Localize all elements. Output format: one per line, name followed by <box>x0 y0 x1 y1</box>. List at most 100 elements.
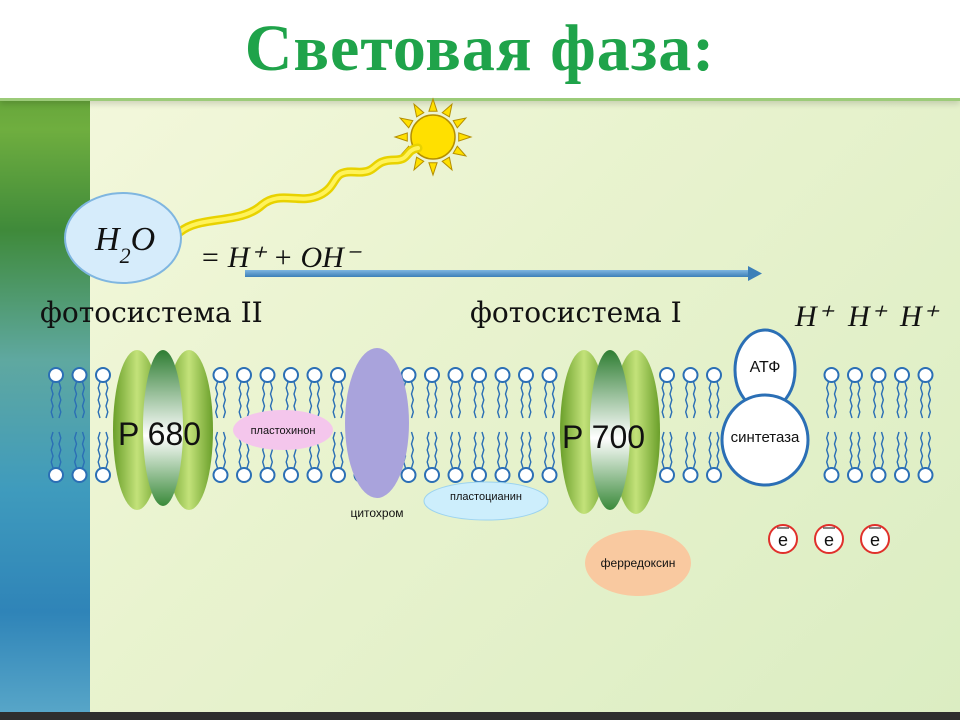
lipid-tail <box>849 431 853 469</box>
lipid-head <box>400 467 417 483</box>
lipid-tail <box>661 431 665 469</box>
lipid-tail <box>426 431 430 469</box>
lipid-tail <box>473 381 477 419</box>
lipid-head <box>518 467 534 483</box>
lipid-tail <box>81 431 86 469</box>
lipid-tail <box>543 431 548 469</box>
lipid-head <box>306 367 323 383</box>
lipid-tail <box>716 381 720 419</box>
lipid-tail <box>246 381 250 419</box>
lipid-tail <box>825 431 830 469</box>
lipid-head <box>447 467 464 483</box>
lipid-tail <box>833 381 838 419</box>
sun-ray <box>441 102 453 118</box>
lipid-tail <box>481 431 485 469</box>
lipid-tail <box>426 381 430 419</box>
lipid-head <box>400 367 417 383</box>
water-h: H <box>94 221 122 258</box>
lipid-head <box>682 367 699 383</box>
lipid-head <box>259 467 276 483</box>
lipid-head <box>236 467 252 483</box>
lipid-head <box>424 367 440 383</box>
lipid-head <box>823 467 840 483</box>
synthase-label: синтетаза <box>731 429 800 446</box>
lipid-tail <box>457 381 462 419</box>
lipid-head <box>494 467 511 483</box>
lipid-tail <box>410 431 415 469</box>
title-bar: Световая фаза: <box>0 0 960 101</box>
lipid-tail <box>73 431 78 469</box>
proton-2: H⁺ <box>847 300 888 333</box>
lipid-head <box>95 467 111 483</box>
lipid-tail <box>692 381 697 419</box>
lipid-head <box>494 367 511 383</box>
atp-synthase: АТФ синтетаза <box>720 328 810 487</box>
lipid-tail <box>496 381 501 419</box>
sun-ray <box>458 132 473 142</box>
atp-label: АТФ <box>750 359 781 376</box>
lipid-tail <box>520 431 524 469</box>
lipid-tail <box>684 381 689 419</box>
photosystem-ii: P 680 <box>113 350 213 510</box>
lipid-head <box>917 467 934 483</box>
sun-ray <box>428 162 438 177</box>
cytochrome-label: цитохром <box>350 506 403 520</box>
lipid-head <box>706 467 722 483</box>
lipid-tail <box>97 431 101 469</box>
electron-1: e <box>768 524 798 554</box>
plastoquinone: пластохинон <box>233 410 333 450</box>
lipid-tail <box>496 431 501 469</box>
lipid-tail <box>872 431 877 469</box>
plastocyanin-label: пластоцианин <box>450 491 522 503</box>
plastoquinone-label: пластохинон <box>251 425 316 437</box>
lipid-tail <box>669 431 673 469</box>
lipid-tail <box>504 431 509 469</box>
water-molecule: H2O <box>64 192 182 284</box>
p700-label: P 700 <box>562 419 645 455</box>
lipid-head <box>870 367 887 383</box>
lipid-head <box>847 467 863 483</box>
sun-ray <box>428 97 438 112</box>
lipid-tail <box>904 431 908 469</box>
sun-ray <box>413 102 425 118</box>
sun-ray <box>393 132 408 142</box>
lipid-tail <box>434 381 438 419</box>
lipid-tail <box>919 431 924 469</box>
proton-1: H⁺ <box>794 300 835 333</box>
lipid-tail <box>50 381 54 419</box>
lipid-tail <box>473 431 477 469</box>
lipid-tail <box>661 381 665 419</box>
lipid-tail <box>449 381 454 419</box>
lipid-head <box>212 367 229 383</box>
sun-ray <box>398 117 414 129</box>
lipid-tail <box>919 381 924 419</box>
lipid-head <box>659 467 675 483</box>
lipid-tail <box>410 381 415 419</box>
electron-3: e <box>860 524 890 554</box>
photosystem-i-label: фотосистема I <box>470 296 682 329</box>
lipid-tail <box>904 381 908 419</box>
lipid-tail <box>543 381 548 419</box>
lipid-head <box>659 367 675 383</box>
lipid-tail <box>434 431 438 469</box>
lipid-tail <box>340 431 344 469</box>
lipid-tail <box>308 381 313 419</box>
lipid-head <box>541 367 558 383</box>
sun-ray <box>452 117 468 129</box>
lipid-tail <box>708 431 712 469</box>
lipid-tail <box>457 431 462 469</box>
lipid-tail <box>849 381 853 419</box>
lipid-head <box>518 367 534 383</box>
lipid-tail <box>449 431 454 469</box>
water-sub: 2 <box>120 243 131 268</box>
lipid-tail <box>896 381 900 419</box>
lipid-tail <box>481 381 485 419</box>
lipid-head <box>894 467 910 483</box>
lipid-tail <box>927 381 932 419</box>
lipid-head <box>447 367 464 383</box>
background-leaf-water-strip <box>0 0 90 720</box>
lipid-tail <box>716 431 720 469</box>
lipid-head <box>71 367 88 383</box>
lipid-tail <box>520 381 524 419</box>
lipid-head <box>212 467 229 483</box>
